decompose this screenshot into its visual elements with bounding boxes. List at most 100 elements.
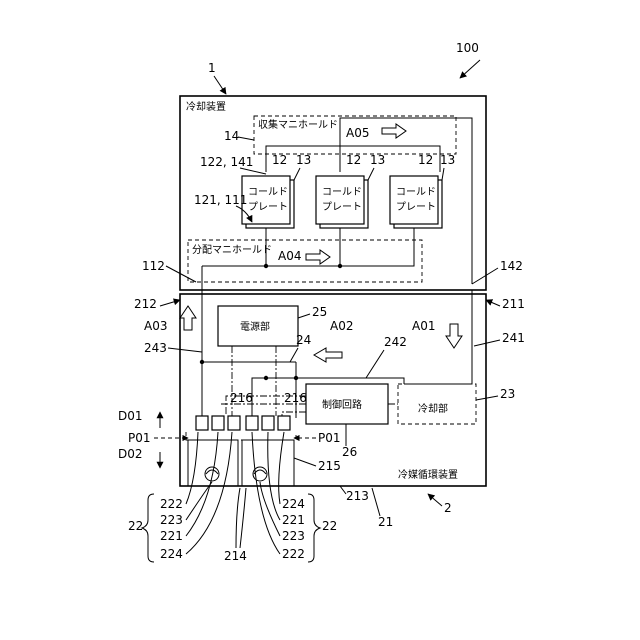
cooling-unit-label: 冷却部: [418, 402, 448, 415]
arrow-a05: [382, 124, 406, 138]
label-215: 215: [318, 459, 341, 473]
label-243: 243: [144, 341, 167, 355]
label-221-right: 221: [282, 513, 305, 527]
label-13-c: 13: [440, 153, 455, 167]
label-241: 241: [502, 331, 525, 345]
label-a02: A02: [330, 319, 353, 333]
leader-212: [160, 300, 180, 306]
bracket-left: [142, 494, 154, 562]
label-242: 242: [384, 335, 407, 349]
leader-222-right: [252, 432, 280, 554]
leader-13-c: [442, 168, 444, 180]
label-p01-right: P01: [318, 431, 341, 445]
leader-214-b: [240, 488, 246, 548]
arrow-a01: [446, 324, 462, 348]
cold-plate-2: コールド プレート: [316, 176, 368, 228]
leader-14: [238, 137, 254, 140]
label-2: 2: [444, 501, 452, 515]
arrow-a02: [314, 348, 342, 362]
junction-dot: [294, 376, 298, 380]
svg-text:コールド: コールド: [396, 187, 436, 198]
label-23: 23: [500, 387, 515, 401]
label-216-b: 216: [284, 391, 307, 405]
label-13-b: 13: [370, 153, 385, 167]
label-a05: A05: [346, 126, 369, 140]
label-12-a: 12: [272, 153, 287, 167]
leader-215: [294, 458, 316, 466]
label-12-c: 12: [418, 153, 433, 167]
leader-2: [428, 494, 442, 506]
svg-text:プレート: プレート: [322, 201, 362, 213]
control-wire-4: [282, 412, 306, 416]
label-100: 100: [456, 41, 479, 55]
connector-block-right: [246, 416, 290, 430]
svg-text:コールド: コールド: [248, 187, 288, 198]
label-a04: A04: [278, 249, 301, 263]
label-1: 1: [208, 61, 216, 75]
leader-241: [474, 340, 500, 346]
label-p01-left: P01: [128, 431, 151, 445]
leader-112: [166, 266, 196, 282]
leader-13-a: [294, 168, 300, 180]
label-224-left: 224: [160, 547, 183, 561]
leader-100: [460, 60, 480, 78]
label-216-a: 216: [230, 391, 253, 405]
label-211: 211: [502, 297, 525, 311]
junction-dot: [338, 264, 342, 268]
label-222-left: 222: [160, 497, 183, 511]
label-221-left: 221: [160, 529, 183, 543]
cold-plate-3: コールド プレート: [390, 176, 442, 228]
label-d02: D02: [118, 447, 143, 461]
leader-243: [168, 348, 202, 352]
leader-224-left: [186, 432, 232, 554]
label-22-right: 22: [322, 519, 337, 533]
leader-142: [472, 268, 498, 284]
label-223-right: 223: [282, 529, 305, 543]
pump-left-detail: [206, 470, 218, 474]
cooling-device-title: 冷却装置: [186, 100, 226, 113]
leader-25: [298, 314, 310, 318]
svg-text:プレート: プレート: [248, 201, 288, 213]
leader-221-right: [268, 432, 280, 520]
label-25: 25: [312, 305, 327, 319]
leader-223-right: [260, 482, 280, 536]
bracket-right: [308, 494, 320, 562]
label-112: 112: [142, 259, 165, 273]
leader-13-b: [368, 168, 374, 180]
svg-text:コールド: コールド: [322, 187, 362, 198]
leader-21: [372, 488, 380, 516]
front-frame-dash: [186, 432, 296, 440]
label-22-left: 22: [128, 519, 143, 533]
leader-23: [476, 396, 498, 400]
coolant-device-title: 冷媒循環装置: [398, 468, 458, 481]
label-21: 21: [378, 515, 393, 529]
label-a01: A01: [412, 319, 435, 333]
label-a03: A03: [144, 319, 167, 333]
leader-242: [366, 350, 384, 378]
connector-block-left: [196, 416, 240, 430]
arrow-a03: [180, 306, 196, 330]
label-121-111: 121, 111: [194, 193, 247, 207]
junction-dot: [200, 360, 204, 364]
leader-214-a: [236, 488, 240, 548]
label-13-a: 13: [296, 153, 311, 167]
collect-manifold-title: 収集マニホールド: [258, 118, 338, 131]
label-224-right: 224: [282, 497, 305, 511]
label-212: 212: [134, 297, 157, 311]
label-14: 14: [224, 129, 239, 143]
leader-224-right: [279, 432, 284, 504]
leader-221-left: [186, 432, 218, 536]
distribute-manifold-title: 分配マニホールド: [192, 244, 272, 256]
leader-24: [290, 348, 298, 362]
power-unit-label: 電源部: [240, 320, 270, 333]
leader-211: [486, 300, 500, 306]
arrow-a04: [306, 250, 330, 264]
label-214: 214: [224, 549, 247, 563]
label-d01: D01: [118, 409, 143, 423]
label-12-b: 12: [346, 153, 361, 167]
label-122-141: 122, 141: [200, 155, 253, 169]
label-26: 26: [342, 445, 357, 459]
svg-text:プレート: プレート: [396, 201, 436, 213]
label-222-right: 222: [282, 547, 305, 561]
junction-dot: [264, 264, 268, 268]
